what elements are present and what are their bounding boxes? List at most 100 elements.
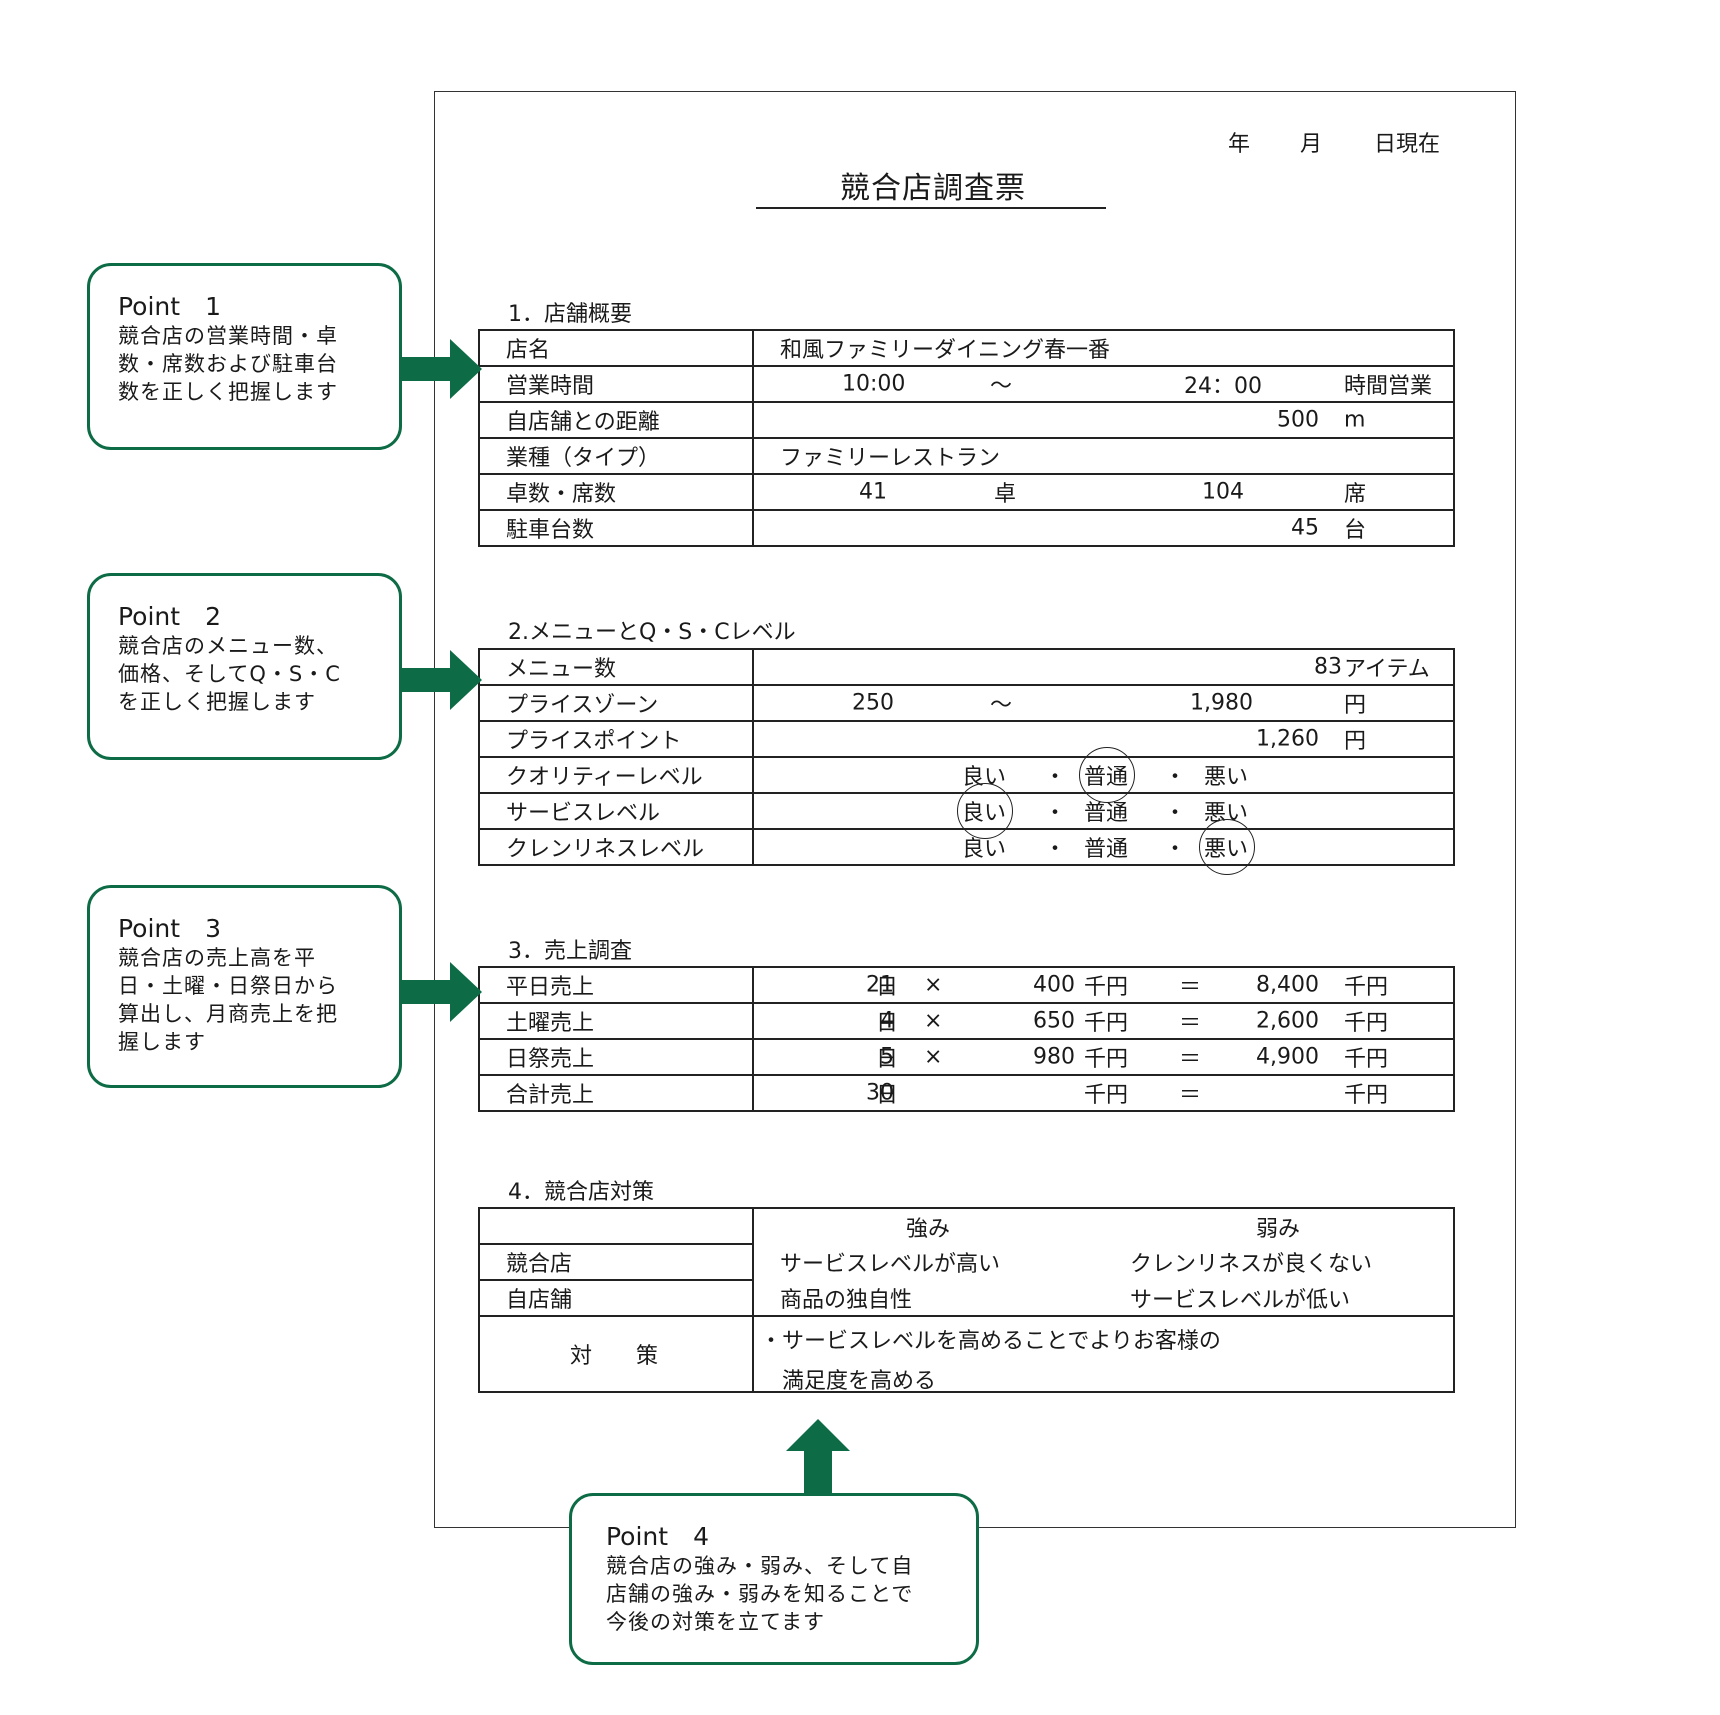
point-line: 数・席数および駐車台 [118,352,338,376]
option-dot: ・ [1044,801,1067,826]
row-label: プライスポイント [478,720,754,758]
price-zone-unit: 円 [1344,693,1367,718]
date-year: 年 [1228,132,1251,157]
per-day-unit: 千円 [1084,1047,1129,1072]
equals-sign: ＝ [1179,975,1202,1000]
seats-unit: 席 [1344,482,1367,507]
price-low: 250 [852,690,894,716]
day-unit: 日 [876,975,899,1000]
arrow-right-icon [402,650,482,710]
parking-value: 45 [1291,515,1319,541]
date-day: 日現在 [1374,132,1441,157]
row-label: 卓数・席数 [478,473,754,511]
own-weakness: サービスレベルが低い [1130,1287,1351,1313]
parking-unit: 台 [1344,518,1367,543]
days-value: 21 [866,972,894,998]
point-3-callout: Point 3 競合店の売上高を平 日・土曜・日祭日から 算出し、月商売上を把 … [87,885,402,1088]
competitor-strength: サービスレベルが高い [780,1252,1001,1277]
row-label: 日祭売上 [478,1038,754,1076]
table-row: 業種（タイプ） ファミリーレストラン [478,437,1455,475]
section4-heading: 4．競合店対策 [508,1180,654,1205]
row-label: 営業時間 [478,365,754,403]
table-row: プライスゾーン 250 ～ 1,980 円 [478,684,1455,722]
tables-unit: 卓 [994,482,1017,507]
row-label: 自店舗との距離 [478,401,754,439]
equals-sign: ＝ [1179,1083,1202,1108]
date-month: 月 [1300,132,1323,157]
per-day-unit: 千円 [1084,1083,1129,1108]
title-underline [756,207,1106,209]
equals-sign: ＝ [1179,1047,1202,1072]
option-dot: ・ [1044,765,1067,790]
option-dot: ・ [1044,837,1067,862]
tilde: ～ [990,374,1013,399]
point-1-callout: Point 1 競合店の営業時間・卓 数・席数および駐車台 数を正しく把握します [87,263,402,450]
table-row: 店名 和風ファミリーダイニング春一番 [478,329,1455,367]
total-unit: 千円 [1344,975,1389,1000]
table-row: メニュー数 83 アイテム [478,648,1455,686]
times-sign: × [924,1044,943,1070]
table-row: 競合店 サービスレベルが高い クレンリネスが良くない [478,1243,1455,1281]
table-row: クレンリネスレベル 良い ・ 普通 ・ 悪い [478,819,1455,875]
table-row: 卓数・席数 41 卓 104 席 [478,473,1455,511]
point-title: Point 2 [118,602,221,631]
store-overview-table: 店名 和風ファミリーダイニング春一番 営業時間 10:00 ～ 24：00 時間… [478,329,1455,547]
point-line: 競合店の強み・弱み、そして自 [606,1554,914,1578]
section2-heading: 2.メニューとQ・S・Cレベル [508,620,796,645]
times-sign: × [924,1008,943,1034]
option-bad: 悪い [1204,765,1249,790]
per-day-unit: 千円 [1084,1011,1129,1036]
point-body: 競合店の強み・弱み、そして自 店舗の強み・弱みを知ることで 今後の対策を立てます [606,1552,976,1636]
arrow-right-icon [402,339,482,399]
row-label: プライスゾーン [478,684,754,722]
point-4-callout: Point 4 競合店の強み・弱み、そして自 店舗の強み・弱みを知ることで 今後… [569,1493,979,1665]
row-label: 業種（タイプ） [478,437,754,475]
open-time: 10:00 [842,371,906,397]
total-value: 2,600 [1256,1008,1319,1034]
total-unit: 千円 [1344,1083,1389,1108]
seats-value: 104 [1202,479,1244,505]
arrow-right-icon [402,962,482,1022]
table-row: サービスレベル 良い ・ 普通 ・ 悪い [478,783,1455,839]
close-time: 24：00 [1184,374,1262,399]
table-row: 駐車台数 45 台 [478,509,1455,547]
point-line: 価格、そしてQ・S・C [118,662,341,686]
total-unit: 千円 [1344,1047,1389,1072]
point-line: 算出し、月商売上を把 [118,1002,338,1026]
days-value: 4 [880,1008,894,1034]
measures-line1: ・サービスレベルを高めることでよりお客様の [760,1329,1221,1354]
row-label: 店名 [478,329,754,367]
countermeasure-table: 強み 弱み 競合店 サービスレベルが高い クレンリネスが良くない 自店舗 商品の… [478,1207,1455,1394]
distance-value: 500 [1277,407,1319,433]
option-good: 良い [962,837,1007,862]
table-row: プライスポイント 1,260 円 [478,720,1455,758]
option-dot: ・ [1164,837,1187,862]
price-high: 1,980 [1190,690,1253,716]
equals-sign: ＝ [1179,1011,1202,1036]
day-unit: 日 [876,1047,899,1072]
price-point-unit: 円 [1344,729,1367,754]
point-title: Point 3 [118,914,221,943]
point-line: 日・土曜・日祭日から [118,974,338,998]
row-label: 合計売上 [478,1074,754,1112]
hours-suffix: 時間営業 [1344,374,1433,399]
point-line: 競合店の営業時間・卓 [118,324,338,348]
measures-line2: 満足度を高める [782,1369,937,1394]
per-day-value: 400 [1033,972,1075,998]
point-title: Point 1 [118,292,221,321]
option-dot: ・ [1164,765,1187,790]
row-label: 競合店 [478,1243,754,1281]
row-label: 土曜売上 [478,1002,754,1040]
menu-count-value: 83 [1314,654,1342,680]
total-unit: 千円 [1344,1011,1389,1036]
row-label: クオリティーレベル [478,756,754,794]
measures-label: 対 策 [478,1315,754,1393]
page-title: 競合店調査票 [840,171,1026,206]
point-line: 店舗の強み・弱みを知ることで [606,1582,914,1606]
menu-count-unit: アイテム [1344,657,1430,682]
option-normal: 普通 [1084,801,1129,826]
point-line: を正しく把握します [118,690,316,714]
arrow-up-icon [786,1419,850,1493]
times-sign: × [924,972,943,998]
